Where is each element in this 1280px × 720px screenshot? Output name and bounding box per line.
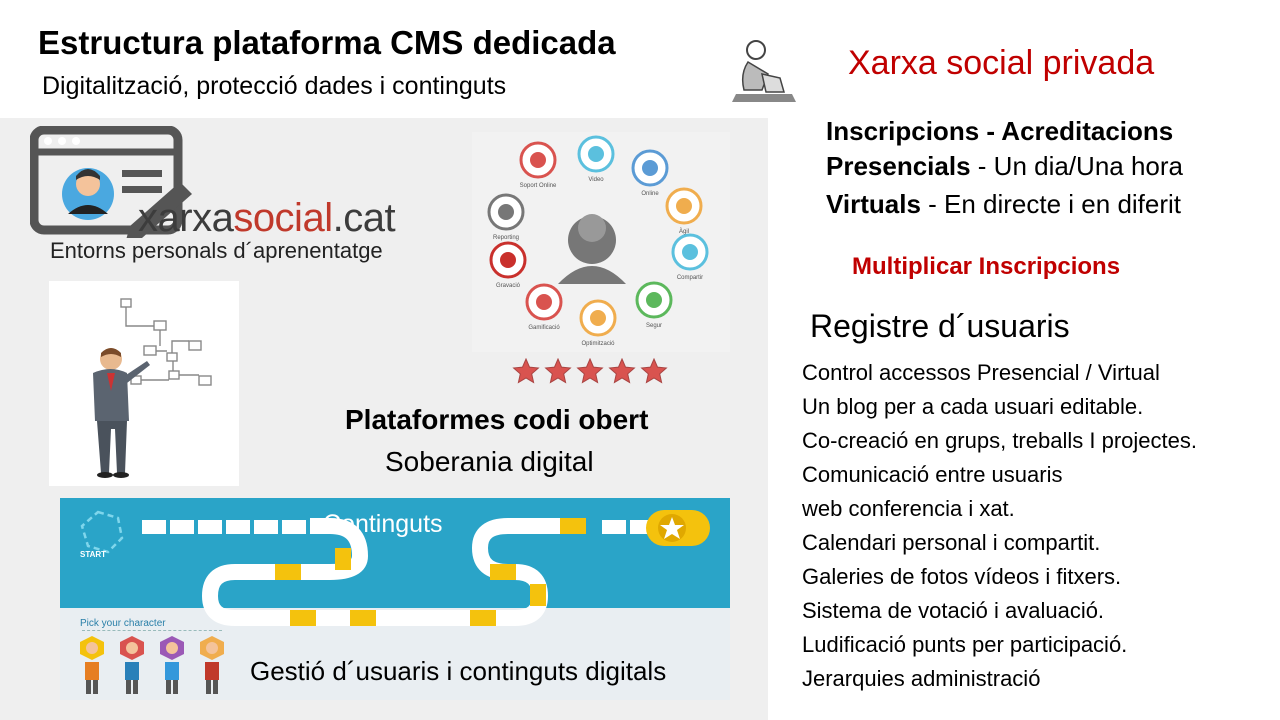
character-avatar bbox=[200, 636, 224, 694]
star-icon bbox=[544, 358, 572, 384]
wheel-feature-label: Gamificació bbox=[528, 325, 560, 331]
star-icon bbox=[640, 358, 668, 384]
start-hex-icon bbox=[80, 510, 124, 554]
feature-item: Ludificació punts per participació. bbox=[802, 632, 1128, 657]
businessman-diagram-icon bbox=[93, 298, 212, 478]
wheel-feature-label: Video bbox=[588, 177, 604, 183]
pencil-icon bbox=[126, 182, 192, 238]
contents-label: Continguts bbox=[323, 510, 443, 538]
platform-subtitle: Soberania digital bbox=[385, 446, 594, 477]
wheel-feature-label: Compartir bbox=[677, 275, 703, 281]
brand-tagline: Entorns personals d´aprenentatge bbox=[50, 238, 383, 263]
user-register-title: Registre d´usuaris bbox=[810, 308, 1070, 344]
character-avatar bbox=[80, 636, 104, 694]
private-network-title: Xarxa social privada bbox=[848, 44, 1155, 82]
in-person-line: Presencials - Un dia/Una hora bbox=[826, 151, 1184, 181]
feature-item: Comunicació entre usuaris bbox=[802, 462, 1063, 487]
wheel-feature-label: Segur bbox=[646, 323, 662, 329]
feature-item: Galeries de fotos vídeos i fitxers. bbox=[802, 564, 1122, 589]
feature-item: Control accessos Presencial / Virtual bbox=[802, 360, 1160, 385]
feature-item: Un blog per a cada usuari editable. bbox=[802, 394, 1144, 419]
platform-title: Plataformes codi obert bbox=[345, 404, 649, 435]
character-avatar bbox=[160, 636, 184, 694]
wheel-feature-label: Online bbox=[641, 191, 659, 197]
star-icon bbox=[608, 358, 636, 384]
browser-profile-icon bbox=[30, 126, 192, 238]
wheel-feature-label: Àgil bbox=[679, 228, 689, 235]
feature-item: web conferencia i xat. bbox=[802, 496, 1015, 521]
character-avatars bbox=[80, 636, 224, 694]
pick-character-label: Pick your character bbox=[80, 618, 166, 629]
feature-item: Co-creació en grups, treballs I projecte… bbox=[802, 428, 1197, 453]
star-icon bbox=[512, 358, 540, 384]
wheel-feature-label: Soport Online bbox=[520, 183, 557, 189]
start-label: START bbox=[80, 550, 107, 559]
rating-stars bbox=[512, 358, 668, 384]
character-avatar bbox=[120, 636, 144, 694]
management-caption: Gestió d´usuaris i continguts digitals bbox=[250, 656, 667, 686]
feature-item: Sistema de votació i avaluació. bbox=[802, 598, 1105, 623]
star-icon bbox=[660, 517, 684, 539]
features-wheel: Soport Online VideoOnlineÀgilCompartirSeg… bbox=[487, 135, 709, 347]
feature-item: Calendari personal i compartit. bbox=[802, 530, 1101, 555]
wheel-feature-label: Optimització bbox=[581, 341, 615, 347]
businessman-diagram-card bbox=[49, 281, 239, 486]
page-title: Estructura plataforma CMS dedicada bbox=[38, 24, 616, 61]
wheel-feature-label: Reporting bbox=[493, 235, 519, 241]
brand-logo-text: xarxasocial.cat bbox=[138, 196, 396, 240]
content-game-board: START Pick your character Continguts bbox=[60, 498, 730, 700]
wheel-feature-label: Gravació bbox=[496, 283, 521, 289]
page-subtitle: Digitalització, protecció dades i contin… bbox=[42, 72, 507, 100]
inscriptions-heading: Inscripcions - Acreditacions bbox=[826, 116, 1174, 146]
star-icon bbox=[576, 358, 604, 384]
person-at-laptop-icon bbox=[722, 34, 804, 110]
virtual-line: Virtuals - En directe i en diferit bbox=[826, 189, 1182, 219]
feature-item: Jerarquies administració bbox=[802, 666, 1041, 691]
multiply-inscriptions: Multiplicar Inscripcions bbox=[852, 253, 1121, 280]
